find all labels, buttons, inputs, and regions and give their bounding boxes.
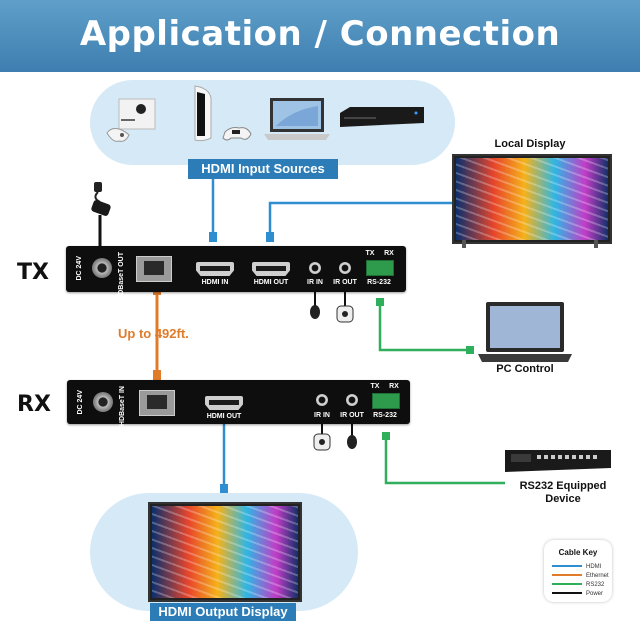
tx-dc-port[interactable] — [92, 258, 112, 278]
tx-label: TX — [17, 260, 49, 285]
rx-rs232-rx-label: RX — [389, 383, 399, 390]
tx-hdbaset-port[interactable] — [136, 256, 172, 282]
rx-hdbaset-port[interactable] — [139, 390, 175, 416]
rx-hdmi-out-label: HDMI OUT — [206, 413, 242, 420]
tx-dc-label: DC 24V — [76, 256, 83, 281]
rx-label: RX — [17, 392, 51, 417]
cable-key-ethernet: Ethernet — [552, 573, 609, 579]
rx-ir-in-label: IR IN — [314, 412, 330, 419]
tx-rs232-port[interactable] — [366, 260, 394, 276]
pc-laptop-icon — [478, 302, 572, 362]
tx-hdbaset-label: HDBaseT OUT — [118, 252, 125, 300]
cable-key: Cable Key HDMI Ethernet RS232 Power — [544, 540, 612, 602]
output-display-banner: HDMI Output Display — [150, 603, 296, 621]
header-banner: Application / Connection — [0, 0, 640, 72]
rx-dc-port[interactable] — [93, 392, 113, 412]
rx-dc-label: DC 24V — [77, 390, 84, 415]
sources-banner: HDMI Input Sources — [188, 159, 338, 179]
cable-key-power: Power — [552, 591, 603, 597]
tx-ir-in-label: IR IN — [307, 279, 323, 286]
local-display-label: Local Display — [494, 138, 566, 150]
cable-key-title: Cable Key — [558, 548, 598, 557]
cable-key-hdmi: HDMI — [552, 564, 601, 570]
power-adapter-icon — [91, 182, 111, 216]
rs232-device-icon — [505, 450, 611, 472]
tx-hdmi-in-port[interactable] — [196, 262, 234, 276]
rx-hdmi-out-port[interactable] — [205, 396, 243, 410]
tx-hdmi-out-port[interactable] — [252, 262, 290, 276]
tx-hdmi-out-label: HDMI OUT — [253, 279, 289, 286]
rx-hdbaset-label: HDBaseT IN — [119, 386, 126, 427]
tx-rs232-label: RS-232 — [367, 279, 391, 286]
media-player-icon — [340, 107, 424, 127]
rx-ir-in-port[interactable] — [316, 394, 328, 406]
playstation-console-icon — [194, 85, 252, 142]
pc-control-label: PC Control — [496, 363, 554, 375]
tx-ir-out-label: IR OUT — [333, 279, 357, 286]
tx-ir-out-port[interactable] — [339, 262, 351, 274]
rs232-device-label: RS232 Equipped Device — [519, 480, 607, 505]
output-display-screen — [148, 502, 302, 602]
tx-ir-in-port[interactable] — [309, 262, 321, 274]
tx-rs232-rx-label: RX — [384, 250, 394, 257]
tx-rs232-tx-label: TX — [365, 250, 375, 257]
rx-rs232-label: RS-232 — [373, 412, 397, 419]
cable-key-rs232: RS232 — [552, 582, 604, 588]
rx-ir-out-port[interactable] — [346, 394, 358, 406]
distance-label: Up to 492ft. — [118, 326, 189, 341]
rx-ir-out-label: IR OUT — [340, 412, 364, 419]
rx-rs232-port[interactable] — [372, 393, 400, 409]
page-title: Application / Connection — [79, 14, 561, 54]
laptop-icon — [264, 98, 330, 140]
tx-hdmi-in-label: HDMI IN — [201, 279, 229, 286]
rx-rs232-tx-label: TX — [370, 383, 380, 390]
rx-unit: DC 24V HDBaseT IN HDMI OUT IR IN IR OUT … — [67, 380, 410, 427]
local-display-screen — [452, 154, 612, 244]
game-console-icon — [106, 98, 156, 142]
tx-unit: DC 24V HDBaseT OUT HDMI IN HDMI OUT IR I… — [66, 246, 406, 300]
